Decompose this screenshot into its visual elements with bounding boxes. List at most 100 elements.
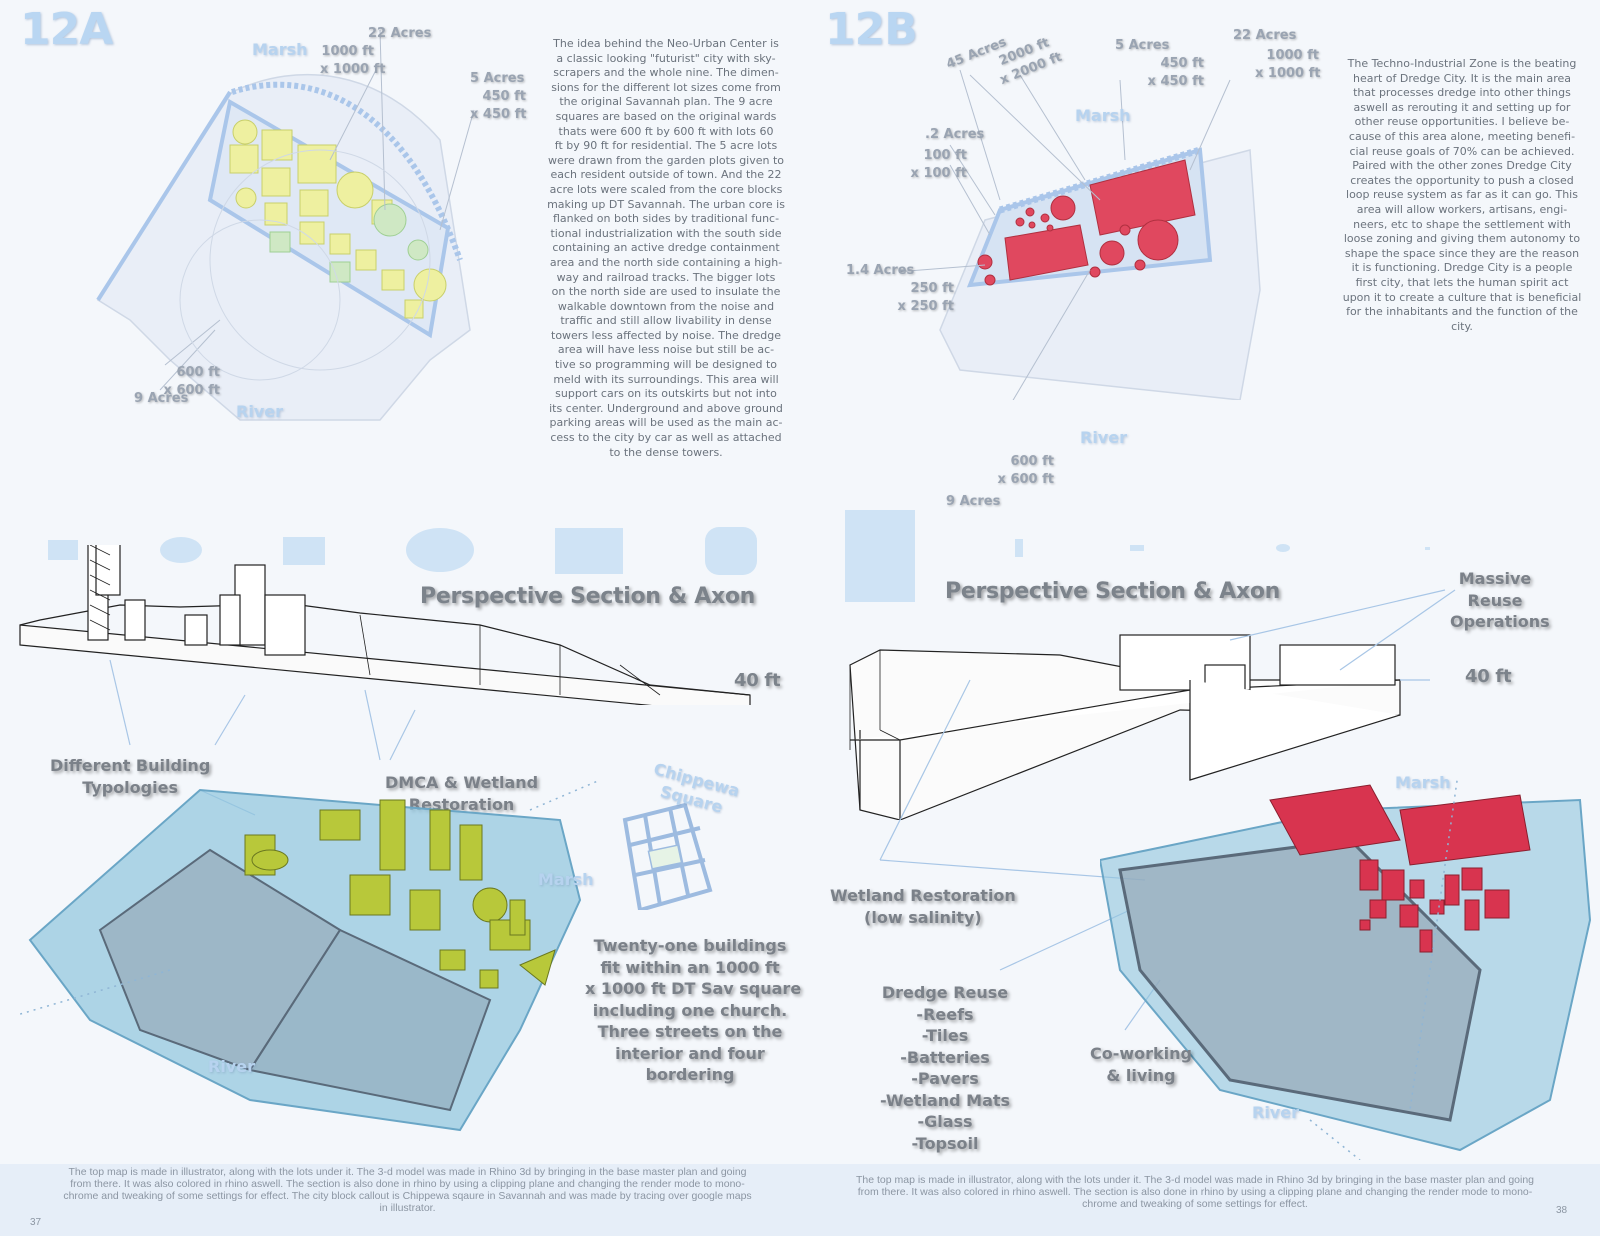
callout-dmca-line1: DMCA & Wetland (385, 773, 539, 792)
right-footer-text: The top map is made in illustrator, alon… (805, 1174, 1585, 1210)
map-12b-450ft-b: x 450 ft (1147, 74, 1204, 89)
footer-band (0, 1164, 1600, 1236)
callout-wetland-restoration: Wetland Restoration (low salinity) (830, 885, 1016, 928)
techno-industrial-paragraph-line: The Techno-Industrial Zone is the beatin… (1347, 57, 1577, 70)
left-section-title: Perspective Section & Axon (420, 584, 756, 609)
map-12a-450ft-b: x 450 ft (470, 107, 527, 122)
neo-urban-paragraph-line: sions for the different lot sizes come f… (551, 80, 781, 94)
neo-urban-paragraph-line: the original Savannah plan. The 9 acre (559, 95, 773, 109)
section-12b (849, 634, 1401, 820)
lot-shapes-row (48, 527, 757, 575)
techno-industrial-paragraph-line: cial reuse goals of 70% can be achieved. (1349, 144, 1575, 158)
neo-urban-paragraph-line: scrapers and the whole nine. The dimen- (553, 66, 779, 80)
right-section-title: Perspective Section & Axon (945, 579, 1281, 604)
callout-21-line2: fit within an 1000 ft (600, 957, 780, 977)
map-12a-450ft-a: 450 ft (482, 89, 526, 104)
callout-different-typologies: Different Building Typologies (50, 755, 210, 798)
axon-12a-river-label: River (208, 1057, 255, 1076)
neo-urban-paragraph-line: walkable downtown from the noise and (557, 299, 775, 313)
map-12b-600ft-label: 600 ft x 600 ft (990, 453, 1054, 489)
neo-urban-paragraph-line: traffic and still allow livability in de… (560, 314, 772, 328)
right-footer-line: chrome and tweaking of some settings for… (1082, 1198, 1308, 1210)
left-footer-line: from there. It was also colored in rhino… (70, 1178, 745, 1190)
techno-industrial-paragraph-line: first city, that lets the human spirit a… (1355, 275, 1569, 289)
techno-industrial-paragraph-line: loose zoning and giving them autonomy to (1343, 232, 1581, 246)
map-12b-450ft-label: 450 ft x 450 ft (1140, 55, 1204, 91)
map-12a-9acres-label: 9 Acres (134, 391, 189, 406)
callout-typologies-line1: Different Building (50, 756, 211, 775)
neo-urban-paragraph-line: ft by 90 ft for residential. The 5 acre … (554, 139, 778, 153)
section-12a (19, 545, 751, 705)
map-12b-22acres-label: 22 Acres (1233, 28, 1297, 43)
right-height-label: 40 ft (1465, 666, 1512, 687)
techno-industrial-paragraph-line: upon it to create a culture that is bene… (1342, 290, 1582, 304)
map-12b-450ft-a: 450 ft (1160, 56, 1204, 71)
callout-coworking: Co-working & living (1090, 1043, 1192, 1086)
techno-industrial-paragraph-line: that processes dredge into other things (1353, 86, 1571, 100)
techno-industrial-paragraph-line: cause of this area alone, meeting benefi… (1348, 129, 1576, 143)
neo-urban-paragraph-line: making up DT Savannah. The urban core is (547, 197, 785, 211)
neo-urban-paragraph-line: each resident outside of town. And the 2… (550, 168, 782, 182)
callout-massive-line2: Reuse (1467, 590, 1523, 610)
techno-industrial-paragraph-line: aswell as rerouting it and setting up fo… (1353, 100, 1571, 114)
map-12b-250ft-a: 250 ft (910, 281, 954, 296)
right-callout-lines (879, 589, 1456, 1031)
neo-urban-paragraph-line: its center. Underground and above ground (549, 401, 783, 415)
techno-industrial-paragraph-line: neers, etc to shape the settlement with (1353, 217, 1571, 231)
callout-massive-line1: Massive (1458, 569, 1532, 588)
neo-urban-paragraph-line: The idea behind the Neo-Urban Center is (553, 37, 779, 50)
callout-dredge-reuse: Dredge Reuse -Reefs -Tiles -Batteries -P… (870, 982, 1020, 1154)
techno-industrial-paragraph: The Techno-Industrial Zone is the beatin… (1334, 57, 1590, 334)
map-12b-100ft-a: 100 ft (923, 148, 967, 163)
lot-shapes-row-right (845, 510, 1430, 602)
callout-dredge-line5: -Pavers (911, 1069, 979, 1088)
map-12b-1000ft-a: 1000 ft (1266, 48, 1319, 63)
map-12a-river-label: River (236, 402, 283, 421)
techno-industrial-paragraph-line: city. (1451, 319, 1473, 333)
neo-urban-paragraph-line: flanked on both sides by traditional fun… (552, 212, 780, 226)
map-12b-5acres-label: 5 Acres (1115, 38, 1170, 53)
callout-coworking-line1: Co-working (1090, 1044, 1193, 1063)
right-page-number: 38 (1556, 1205, 1568, 1216)
callout-wetland-line2: (low salinity) (864, 907, 982, 927)
map-12a-5acres-label: 5 Acres (470, 71, 525, 86)
callout-dredge-line4: -Batteries (900, 1047, 990, 1067)
neo-urban-paragraph-line: squares are based on the original wards (555, 109, 777, 123)
techno-industrial-paragraph-line: loop reuse system as far as it can go. T… (1346, 188, 1578, 202)
map-12b-600ft-b: x 600 ft (997, 472, 1054, 487)
callout-dredge-line7: -Glass (917, 1112, 973, 1131)
callout-dredge-line3: -Tiles (921, 1026, 969, 1045)
left-page-number: 37 (30, 1217, 42, 1228)
callout-massive-reuse: Massive Reuse Operations (1450, 568, 1550, 633)
map-12b-1000ft-label: 1000 ft x 1000 ft (1255, 47, 1321, 83)
map-12a-1000ft-label: 1000 ft x 1000 ft (320, 43, 386, 79)
page-label-12b: 12B (825, 4, 918, 55)
callout-wetland-line1: Wetland Restoration (830, 886, 1016, 905)
callout-21-line5: Three streets on the (597, 1022, 783, 1041)
callout-21-line4: including one church. (592, 1000, 788, 1020)
callout-dredge-line8: -Topsoil (911, 1133, 979, 1153)
callout-21-line7: bordering (645, 1065, 735, 1084)
map-12b-marsh-label: Marsh (1075, 106, 1131, 125)
axon-12b-marsh-label: Marsh (1395, 773, 1451, 792)
callout-coworking-line2: & living (1106, 1065, 1176, 1085)
map-12a-600ft-a: 600 ft (176, 365, 220, 380)
callout-typologies-line2: Typologies (82, 777, 178, 797)
neo-urban-paragraph-line: tional industrialization with the south … (550, 226, 782, 240)
map-12a-1000ft-b: x 1000 ft (320, 62, 386, 77)
callout-21-line3: x 1000 ft DT Sav square (585, 979, 802, 998)
map-12a-22acres-label: 22 Acres (368, 26, 432, 41)
neo-urban-paragraph-line: a classic looking "futurist" city with s… (556, 51, 776, 65)
neo-urban-paragraph-line: parking areas will be used as the main a… (549, 416, 783, 430)
map-12b-250ft-b: x 250 ft (897, 299, 954, 314)
left-footer-line: in illustrator. (379, 1202, 436, 1214)
neo-urban-paragraph-line: area will have less noise but still be a… (557, 343, 775, 357)
neo-urban-paragraph-line: containing an active dredge containment (552, 241, 780, 255)
techno-industrial-paragraph-line: Paired with the other zones Dredge City (1352, 159, 1572, 173)
map-12b (900, 69, 1261, 400)
neo-urban-paragraph-line: to the dense towers. (609, 445, 723, 459)
neo-urban-paragraph-line: were drawn from the garden plots given t… (547, 153, 785, 167)
neo-urban-paragraph-line: area and the north side containing a hig… (549, 255, 783, 269)
callout-21-line6: interior and four (615, 1043, 765, 1063)
map-12b-100ft-label: 100 ft x 100 ft (905, 147, 967, 183)
